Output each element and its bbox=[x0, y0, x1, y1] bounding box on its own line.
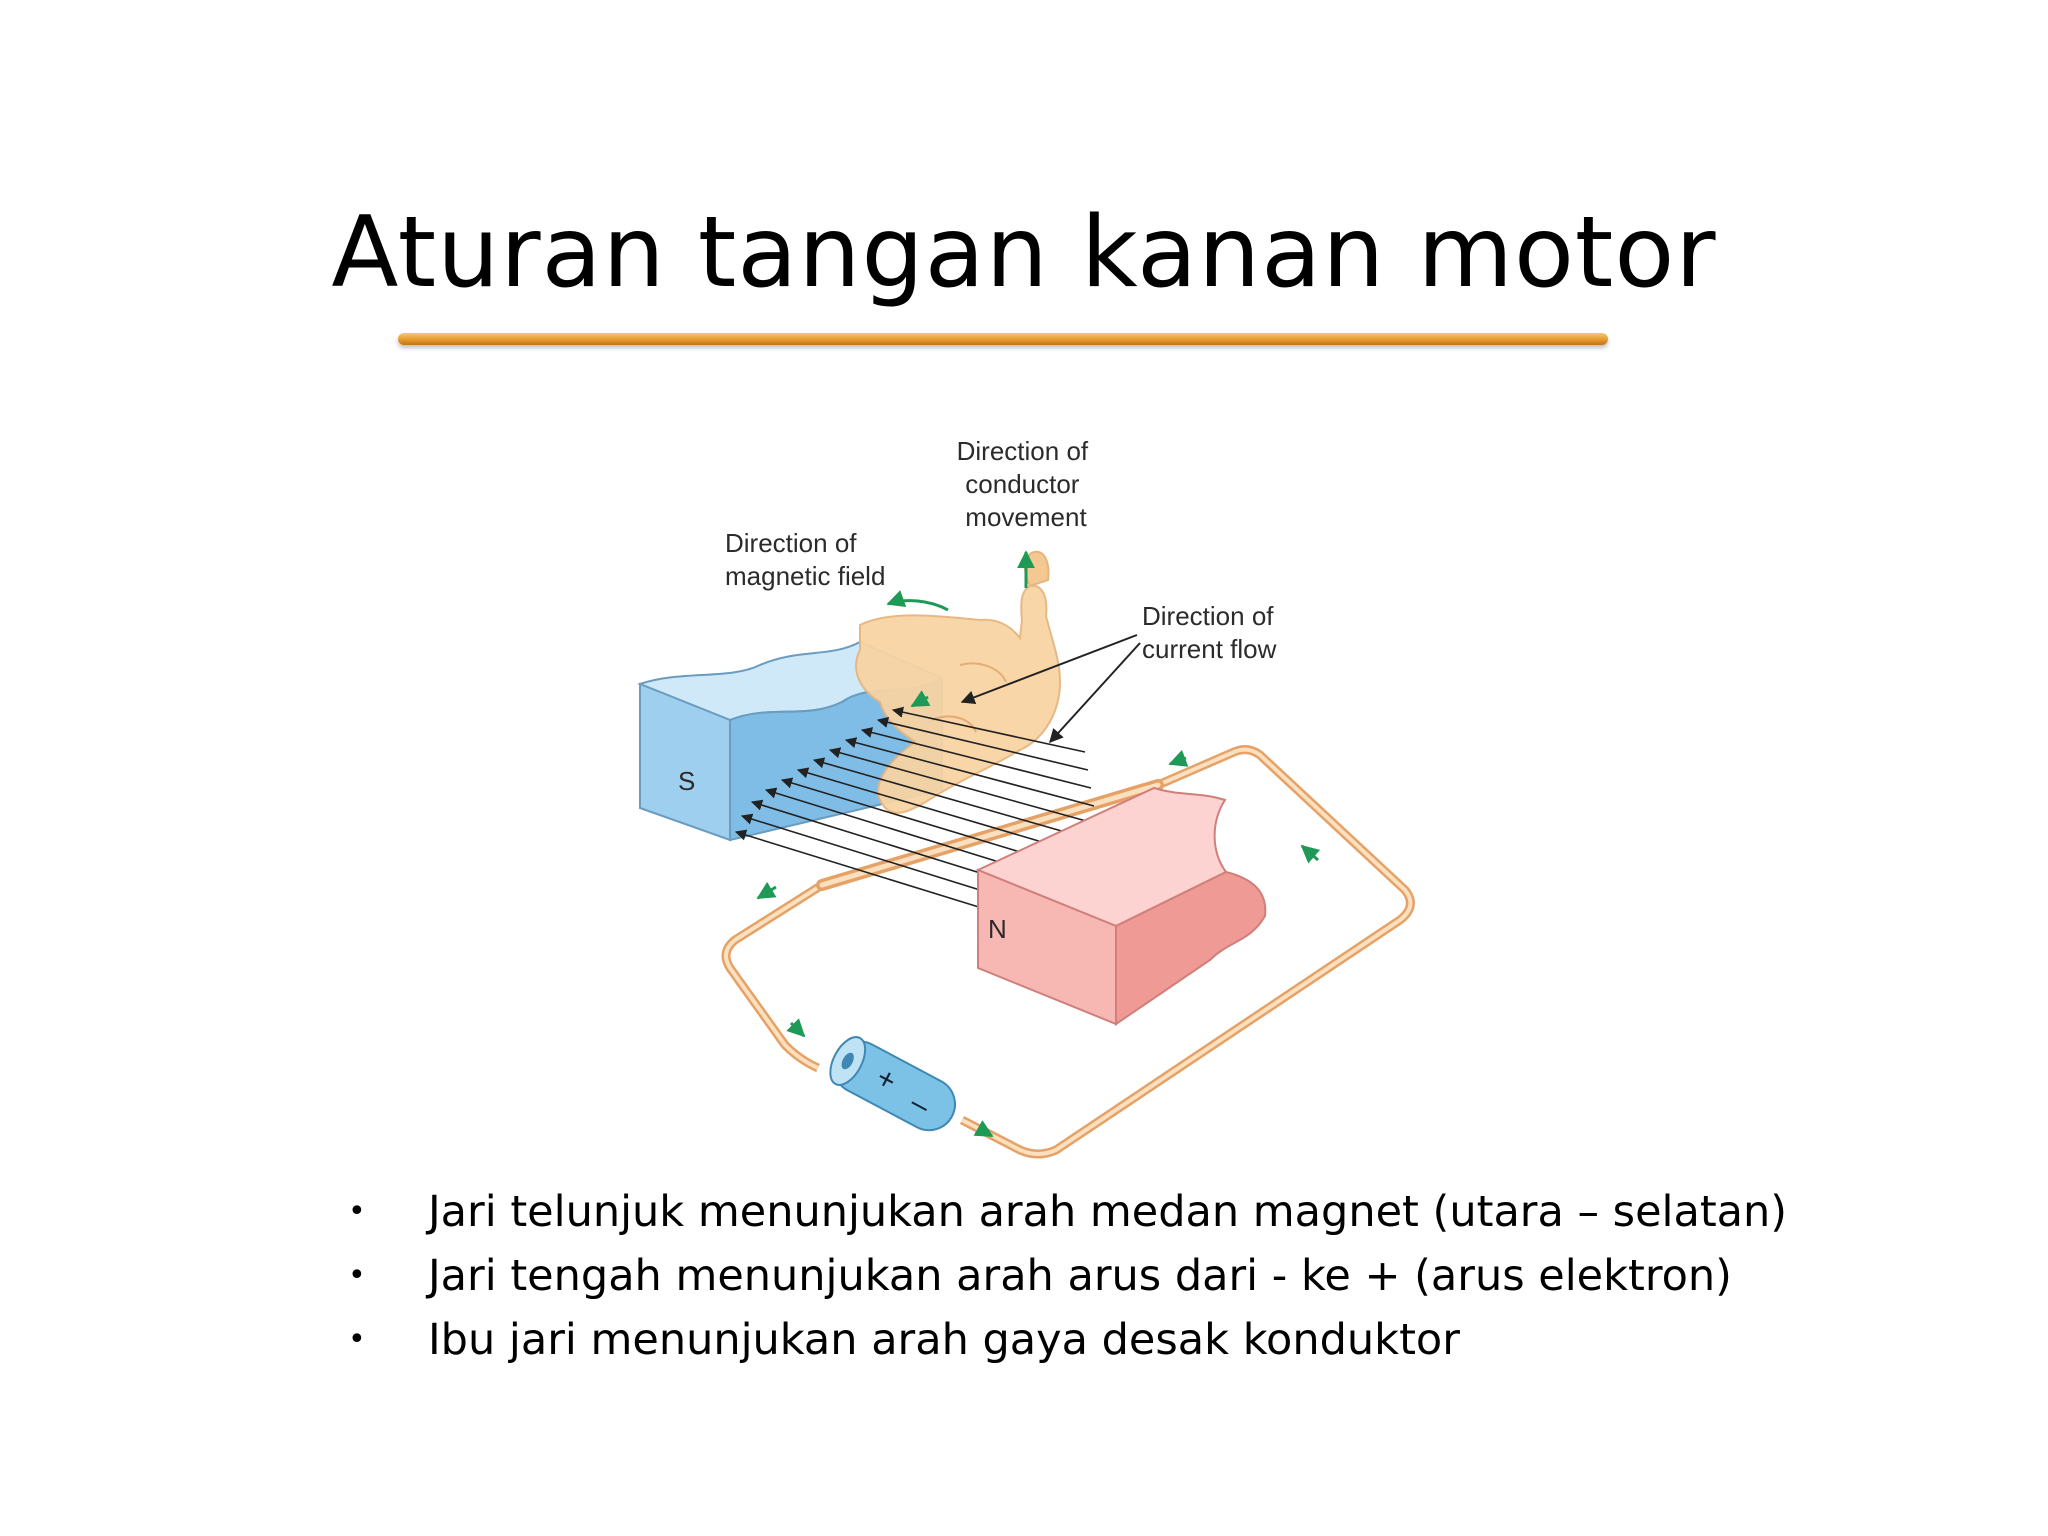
slide-title: Aturan tangan kanan motor bbox=[331, 196, 1717, 310]
bullet-dot-icon: • bbox=[348, 1322, 366, 1357]
right-hand bbox=[855, 550, 1062, 814]
south-pole-label: S bbox=[678, 766, 695, 796]
bullet-dot-icon: • bbox=[348, 1258, 366, 1293]
conductor-movement-label: Direction of conductor movement bbox=[957, 436, 1096, 532]
current-direction-arrows bbox=[756, 550, 1321, 1138]
bullet-dot-icon: • bbox=[348, 1194, 366, 1229]
current-flow-label: Direction of current flow bbox=[1142, 601, 1281, 664]
magnetic-field-label: Direction of magnetic field bbox=[725, 528, 885, 591]
north-pole-label: N bbox=[988, 914, 1007, 944]
bullet-thumb: • Ibu jari menunjukan arah gaya desak ko… bbox=[340, 1308, 1940, 1372]
bullet-text: Ibu jari menunjukan arah gaya desak kond… bbox=[428, 1315, 1460, 1365]
north-magnet: N bbox=[975, 786, 1267, 1026]
motor-rule-diagram: S N + – bbox=[637, 436, 1415, 1159]
current-flow-pointers bbox=[960, 634, 1141, 744]
battery: + – bbox=[829, 1036, 956, 1132]
bullet-index-finger: • Jari telunjuk menunjukan arah medan ma… bbox=[340, 1180, 1940, 1244]
bullet-text: Jari tengah menunjukan arah arus dari - … bbox=[428, 1251, 1732, 1301]
rule-bullet-list: • Jari telunjuk menunjukan arah medan ma… bbox=[340, 1180, 1940, 1372]
title-underline bbox=[398, 333, 1608, 345]
bullet-middle-finger: • Jari tengah menunjukan arah arus dari … bbox=[340, 1244, 1940, 1308]
bullet-text: Jari telunjuk menunjukan arah medan magn… bbox=[428, 1187, 1788, 1237]
wire-circuit bbox=[721, 745, 1415, 1159]
